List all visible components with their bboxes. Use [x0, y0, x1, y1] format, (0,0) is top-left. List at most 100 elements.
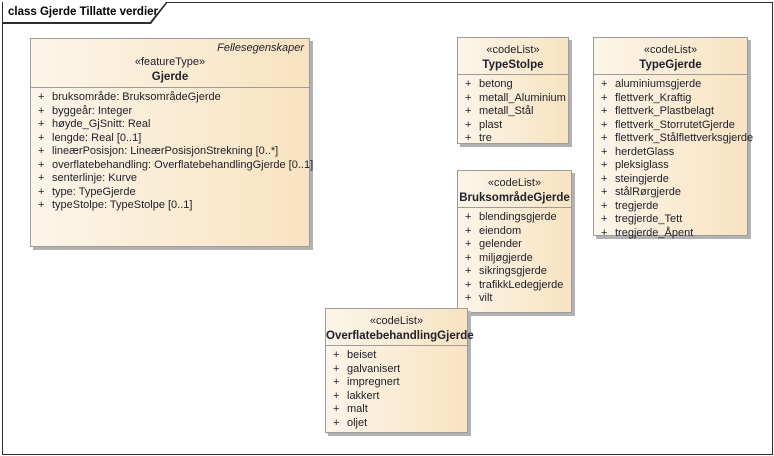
attribute-text: tregjerde_Tett	[615, 213, 683, 225]
attribute-row[interactable]: + eiendom	[458, 225, 571, 239]
class-box-overflatebehandlinggjerde[interactable]: «codeList» OverflatebehandlingGjerde + b…	[325, 308, 474, 433]
class-header: Fellesegenskaper «featureType» Gjerde	[31, 39, 309, 88]
attribute-text: steingjerde	[615, 172, 669, 185]
visibility-symbol: +	[601, 118, 608, 131]
attribute-row[interactable]: + herdetGlass	[594, 146, 747, 160]
attribute-row[interactable]: + aluminiumsgjerde	[594, 78, 747, 92]
attribute-text: lineærPosisjon: LineærPosisjonStrekning …	[52, 145, 279, 157]
visibility-symbol: +	[601, 186, 608, 198]
attribute-row[interactable]: + flettverk_StorrutetGjerde	[594, 119, 747, 133]
attribute-row[interactable]: + flettverk_Stålflettverksgjerde	[594, 132, 753, 146]
visibility-symbol: +	[601, 78, 608, 90]
visibility-symbol: +	[38, 104, 45, 117]
attribute-list: + aluminiumsgjerde + flettverk_Kraftig +…	[594, 75, 753, 241]
attribute-text: flettverk_Plastbelagt	[615, 105, 715, 117]
attribute-text: lakkert	[347, 389, 380, 402]
class-box-bruksomradegjerde[interactable]: «codeList» BruksområdeGjerde + blendings…	[457, 170, 572, 313]
visibility-symbol: +	[333, 362, 340, 375]
attribute-row[interactable]: + galvanisert	[326, 363, 467, 377]
visibility-symbol: +	[465, 224, 472, 237]
stereotype-label: «codeList»	[369, 315, 424, 327]
attribute-row[interactable]: + flettverk_Plastbelagt	[594, 105, 747, 119]
attribute-text: flettverk_Stålflettverksgjerde	[615, 132, 754, 144]
visibility-symbol: +	[465, 278, 472, 291]
class-box-gjerde[interactable]: Fellesegenskaper «featureType» Gjerde + …	[30, 38, 313, 247]
attribute-text: impregnert	[347, 376, 400, 388]
attribute-row[interactable]: + overflatebehandling: Overflatebehandli…	[31, 159, 313, 173]
attribute-row[interactable]: + senterlinje: Kurve	[31, 172, 309, 186]
attribute-row[interactable]: + byggeår: Integer	[31, 105, 309, 119]
attribute-row[interactable]: + oljet	[326, 417, 467, 431]
attribute-text: typeStolpe: TypeStolpe [0..1]	[52, 199, 193, 211]
attribute-row[interactable]: + tre	[458, 132, 568, 146]
attribute-row[interactable]: + tregjerde_Tett	[594, 213, 747, 227]
attribute-row[interactable]: + typeStolpe: TypeStolpe [0..1]	[31, 199, 309, 213]
frame-title: class Gjerde Tillatte verdier	[3, 2, 166, 22]
attribute-text: type: TypeGjerde	[52, 185, 136, 198]
attribute-list: + bruksområde: BruksområdeGjerde + bygge…	[31, 88, 313, 213]
attribute-text: metall_Aluminium	[479, 91, 566, 104]
visibility-symbol: +	[465, 78, 472, 90]
class-name: BruksområdeGjerde	[459, 192, 570, 204]
class-name: TypeGjerde	[639, 59, 702, 71]
visibility-symbol: +	[333, 403, 340, 415]
attribute-row[interactable]: + bruksområde: BruksområdeGjerde	[31, 91, 309, 105]
attribute-text: blendingsgjerde	[479, 211, 557, 223]
attribute-text: overflatebehandling: Overflatebehandling…	[52, 158, 314, 171]
attribute-row[interactable]: + betong	[458, 78, 568, 92]
attribute-row[interactable]: + blendingsgjerde	[458, 211, 571, 225]
attribute-row[interactable]: + beiset	[326, 349, 467, 363]
attribute-text: høyde_GjSnitt: Real	[52, 118, 151, 130]
attribute-row[interactable]: + pleksiglass	[594, 159, 747, 173]
attribute-text: byggeår: Integer	[52, 104, 133, 117]
attribute-text: tregjerde_Åpent	[615, 226, 694, 239]
visibility-symbol: +	[38, 91, 45, 103]
visibility-symbol: +	[38, 199, 45, 211]
attribute-list: + betong + metall_Aluminium + metall_Stå…	[458, 75, 568, 146]
visibility-symbol: +	[601, 145, 608, 158]
attribute-row[interactable]: + trafikkLedegjerde	[458, 279, 571, 293]
attribute-row[interactable]: + lakkert	[326, 390, 467, 404]
visibility-symbol: +	[38, 185, 45, 198]
attribute-text: beiset	[347, 349, 377, 361]
attribute-row[interactable]: + lengde: Real [0..1]	[31, 132, 309, 146]
attribute-row[interactable]: + malt	[326, 403, 467, 417]
class-name: TypeStolpe	[482, 59, 544, 71]
attribute-row[interactable]: + flettverk_Kraftig	[594, 92, 747, 106]
class-box-typestolpe[interactable]: «codeList» TypeStolpe + betong + metall_…	[457, 37, 569, 144]
attribute-row[interactable]: + impregnert	[326, 376, 467, 390]
attribute-text: lengde: Real [0..1]	[52, 131, 142, 144]
attribute-row[interactable]: + steingjerde	[594, 173, 747, 187]
attribute-row[interactable]: + miljøgjerde	[458, 252, 571, 266]
attribute-row[interactable]: + metall_Aluminium	[458, 92, 568, 106]
attribute-row[interactable]: + metall_Stål	[458, 105, 568, 119]
visibility-symbol: +	[601, 91, 608, 104]
class-box-typegjerde[interactable]: «codeList» TypeGjerde + aluminiumsgjerde…	[593, 37, 753, 239]
attribute-list: + blendingsgjerde + eiendom + gelender +…	[458, 208, 571, 306]
stereotype-label: «featureType»	[134, 56, 206, 68]
attribute-list: + beiset + galvanisert + impregnert + la…	[326, 346, 467, 430]
visibility-symbol: +	[333, 376, 340, 388]
attribute-row[interactable]: + vilt	[458, 292, 571, 306]
visibility-symbol: +	[465, 292, 472, 304]
attribute-row[interactable]: + høyde_GjSnitt: Real	[31, 118, 309, 132]
visibility-symbol: +	[333, 389, 340, 402]
attribute-row[interactable]: + stålRørgjerde	[594, 186, 747, 200]
visibility-symbol: +	[601, 199, 608, 212]
attribute-text: aluminiumsgjerde	[615, 78, 702, 90]
visibility-symbol: +	[465, 132, 472, 144]
class-name: Gjerde	[151, 71, 189, 83]
visibility-symbol: +	[601, 105, 608, 117]
attribute-row[interactable]: + gelender	[458, 238, 571, 252]
attribute-row[interactable]: + tregjerde	[594, 200, 747, 214]
attribute-text: gelender	[479, 238, 522, 250]
visibility-symbol: +	[601, 213, 608, 225]
attribute-text: bruksområde: BruksområdeGjerde	[52, 91, 221, 103]
attribute-row[interactable]: + plast	[458, 119, 568, 133]
attribute-row[interactable]: + type: TypeGjerde	[31, 186, 309, 200]
attribute-row[interactable]: + sikringsgjerde	[458, 265, 571, 279]
attribute-row[interactable]: + tregjerde_Åpent	[594, 227, 747, 241]
attribute-row[interactable]: + lineærPosisjon: LineærPosisjonStreknin…	[31, 145, 309, 159]
visibility-symbol: +	[38, 172, 45, 184]
visibility-symbol: +	[601, 172, 608, 185]
